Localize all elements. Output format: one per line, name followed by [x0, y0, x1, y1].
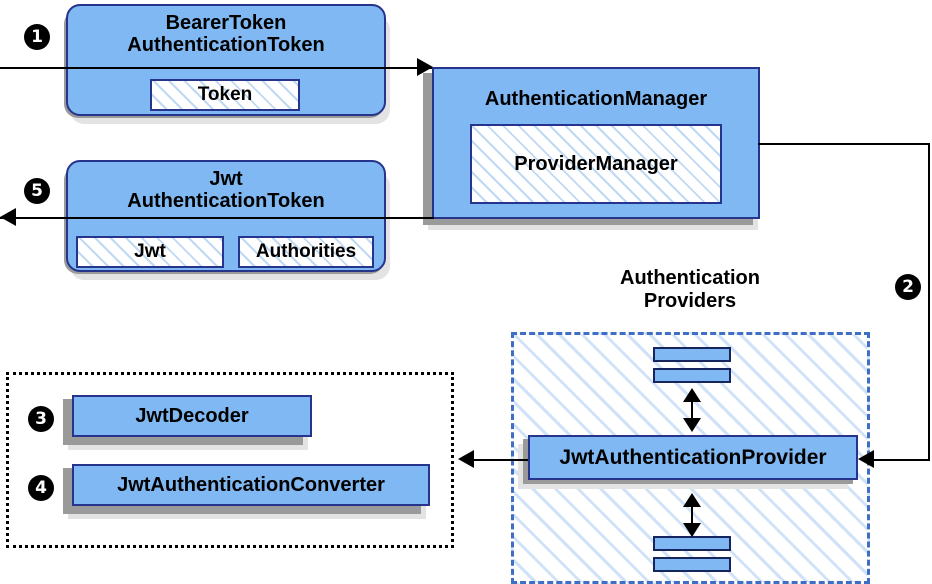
arrowhead-provider-down — [683, 523, 701, 537]
providers-group-title: Authentication Providers — [575, 267, 805, 313]
arrowhead-provider-up — [683, 388, 701, 402]
step-badge-4: 4 — [28, 475, 54, 501]
authentication-manager-title: AuthenticationManager — [484, 88, 708, 110]
connector-2-right — [928, 143, 930, 460]
providers-group-title-line2: Providers — [643, 290, 737, 312]
field-jwt: Jwt — [76, 236, 224, 268]
provider-placeholder-bar-1 — [653, 347, 731, 362]
provider-placeholder-bar-3 — [653, 536, 731, 551]
jwt-provider-label: JwtAuthenticationProvider — [559, 445, 827, 469]
jwt-token-title-line2: AuthenticationToken — [127, 190, 325, 213]
field-token-label: Token — [197, 84, 253, 105]
group-jwt-support — [6, 372, 454, 548]
field-token: Token — [150, 79, 300, 111]
connector-provider-up — [691, 390, 693, 430]
step-badge-1: 1 — [24, 24, 50, 50]
node-jwt-decoder[interactable]: JwtDecoder — [72, 395, 312, 437]
connector-response-out — [0, 217, 434, 219]
node-jwt-authentication-converter[interactable]: JwtAuthenticationConverter — [72, 464, 430, 506]
connector-provider-to-support — [470, 459, 528, 461]
arrowhead-into-jwt-authentication-provider — [858, 450, 874, 468]
field-authorities-label: Authorities — [255, 241, 357, 262]
step-badge-3: 3 — [28, 406, 54, 432]
jwt-decoder-label: JwtDecoder — [135, 404, 249, 427]
field-provider-manager: ProviderManager — [470, 124, 722, 204]
connector-2-bottom — [868, 459, 930, 461]
providers-group-title-line1: Authentication — [620, 267, 760, 289]
bearer-token-title-line2: AuthenticationToken — [127, 34, 325, 57]
field-provider-manager-label: ProviderManager — [514, 152, 678, 175]
jwt-token-title-line1: Jwt — [209, 168, 243, 190]
provider-placeholder-bar-2 — [653, 368, 731, 383]
provider-placeholder-bar-4 — [653, 557, 731, 572]
connector-request-in — [0, 67, 432, 69]
field-jwt-label: Jwt — [134, 241, 166, 262]
jwt-token-title: Jwt AuthenticationToken — [68, 168, 384, 213]
arrowhead-response-out — [0, 208, 16, 226]
jwt-converter-label: JwtAuthenticationConverter — [117, 473, 385, 496]
node-jwt-authentication-provider[interactable]: JwtAuthenticationProvider — [528, 435, 858, 480]
step-badge-5: 5 — [24, 178, 50, 204]
field-authorities: Authorities — [238, 236, 374, 268]
arrowhead-provider-up-tail — [683, 418, 701, 432]
connector-2-top — [758, 143, 930, 145]
bearer-token-title: BearerToken AuthenticationToken — [68, 12, 384, 57]
bearer-token-title-line1: BearerToken — [165, 12, 287, 34]
connector-provider-down — [691, 495, 693, 535]
arrowhead-into-authentication-manager — [417, 58, 433, 76]
arrowhead-into-support-group — [458, 450, 474, 468]
step-badge-2: 2 — [895, 274, 921, 300]
arrowhead-provider-down-tail — [683, 493, 701, 507]
